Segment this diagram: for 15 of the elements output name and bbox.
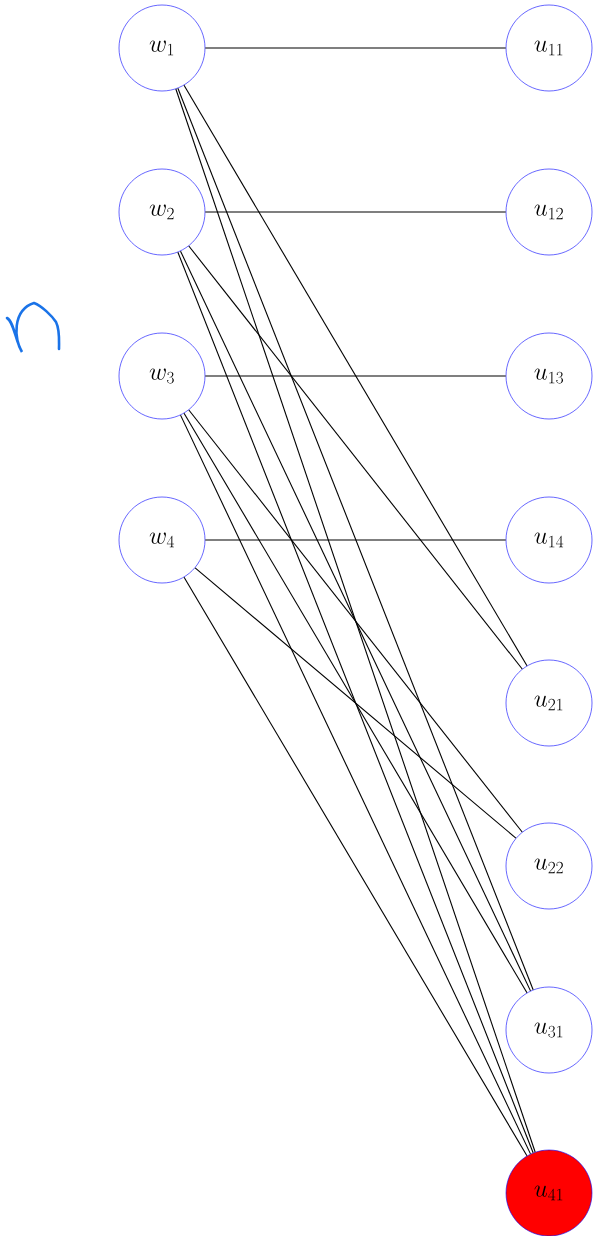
connector-line bbox=[175, 88, 536, 1153]
connector-line bbox=[177, 87, 534, 991]
connector-line bbox=[204, 47, 507, 49]
connector-line bbox=[179, 250, 532, 992]
connector-line bbox=[177, 251, 534, 1154]
connector-line bbox=[188, 409, 523, 833]
connector-line bbox=[183, 412, 528, 994]
connector-line bbox=[183, 84, 528, 667]
connector-line bbox=[204, 375, 507, 377]
connector-line bbox=[204, 211, 507, 213]
connector-line bbox=[180, 414, 531, 1155]
connector-line bbox=[204, 539, 507, 541]
connector-line bbox=[194, 567, 517, 839]
connector-line bbox=[183, 576, 528, 1157]
connector-line bbox=[188, 245, 523, 670]
